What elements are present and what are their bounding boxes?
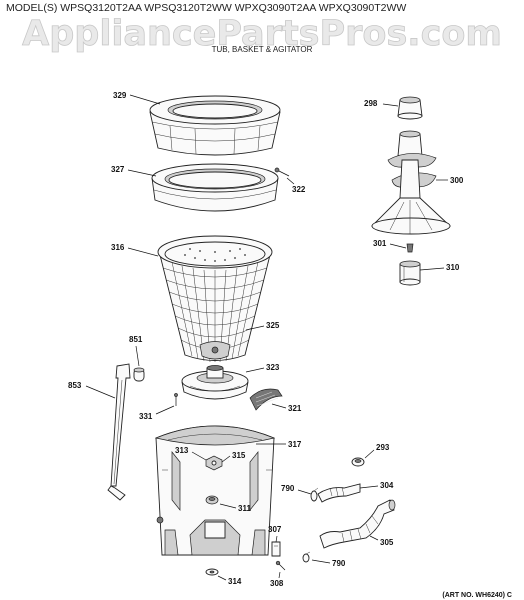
label-327[interactable]: 327 (111, 165, 125, 174)
part-293-clamp[interactable] (351, 457, 365, 467)
leader-311 (219, 503, 237, 509)
leader-329 (129, 94, 161, 105)
label-293[interactable]: 293 (376, 443, 390, 452)
label-851[interactable]: 851 (129, 335, 143, 344)
part-316-basket[interactable] (157, 235, 273, 363)
label-325[interactable]: 325 (266, 321, 280, 330)
label-322[interactable]: 322 (292, 185, 306, 194)
label-317[interactable]: 317 (288, 440, 302, 449)
part-851-cap[interactable] (133, 367, 145, 382)
leader-293 (364, 449, 375, 459)
label-316[interactable]: 316 (111, 243, 125, 252)
label-301[interactable]: 301 (373, 239, 387, 248)
part-305-drain-hose[interactable] (319, 499, 396, 549)
leader-790b (311, 559, 331, 564)
leader-316 (127, 247, 159, 257)
leader-301 (389, 243, 407, 249)
label-790b[interactable]: 790 (332, 559, 346, 568)
leader-853 (85, 385, 116, 399)
model-numbers: MODEL(S) WPSQ3120T2AA WPSQ3120T2WW WPXQ3… (6, 2, 406, 14)
part-300-agitator[interactable] (371, 130, 451, 235)
leader-323 (245, 367, 265, 373)
label-321[interactable]: 321 (288, 404, 302, 413)
leader-304 (359, 485, 379, 489)
leader-331 (155, 405, 175, 415)
leader-322 (286, 177, 295, 185)
part-311-seal[interactable] (205, 495, 219, 505)
part-321-filter[interactable] (249, 388, 283, 411)
label-315[interactable]: 315 (232, 451, 246, 460)
part-314-washer[interactable] (205, 568, 219, 576)
label-331[interactable]: 331 (139, 412, 153, 421)
label-304[interactable]: 304 (380, 481, 394, 490)
label-323[interactable]: 323 (266, 363, 280, 372)
leader-310 (419, 267, 445, 271)
part-331-pin[interactable] (174, 393, 178, 407)
leader-313 (191, 451, 207, 461)
label-300[interactable]: 300 (450, 176, 464, 185)
label-310[interactable]: 310 (446, 263, 460, 272)
leader-298 (382, 103, 399, 107)
label-305[interactable]: 305 (380, 538, 394, 547)
part-298-agitator-cap[interactable] (397, 96, 423, 120)
label-313[interactable]: 313 (175, 446, 189, 455)
part-308-screw[interactable] (275, 560, 286, 571)
leader-325 (245, 325, 265, 331)
leader-314 (217, 575, 227, 581)
part-317-outer-tub[interactable] (154, 425, 276, 556)
label-853[interactable]: 853 (68, 381, 82, 390)
watermark: AppliancePartsPros.com (22, 14, 502, 54)
leader-851 (135, 345, 140, 367)
part-790-clamp-lower[interactable] (302, 551, 311, 563)
part-790-clamp-upper[interactable] (310, 487, 319, 502)
part-307-clip[interactable] (271, 541, 281, 557)
leader-308 (278, 571, 281, 579)
leader-790a (297, 489, 312, 495)
part-327-balance-ring[interactable] (151, 163, 279, 212)
art-number: (ART NO. WH6240) C (442, 592, 512, 599)
label-314[interactable]: 314 (228, 577, 242, 586)
leader-321 (271, 403, 287, 409)
part-313-nut[interactable] (205, 455, 223, 471)
label-311[interactable]: 311 (238, 504, 251, 513)
label-298[interactable]: 298 (364, 99, 378, 108)
leader-327 (127, 169, 157, 177)
leader-315 (221, 455, 231, 463)
part-322-screw[interactable] (274, 167, 290, 177)
label-308[interactable]: 308 (270, 579, 284, 588)
part-853-suspension-rod[interactable] (107, 363, 131, 501)
leader-307 (275, 535, 278, 543)
part-310-coupling[interactable] (399, 260, 421, 286)
label-329[interactable]: 329 (113, 91, 127, 100)
diagram-title: TUB, BASKET & AGITATOR (212, 45, 313, 54)
label-307[interactable]: 307 (268, 525, 282, 534)
leader-305 (369, 535, 379, 541)
label-790a[interactable]: 790 (281, 484, 295, 493)
part-301-bolt[interactable] (406, 243, 414, 253)
part-329-tub-cover[interactable] (149, 95, 281, 156)
part-323-hub[interactable] (181, 365, 249, 400)
part-304-hose[interactable] (317, 483, 361, 503)
